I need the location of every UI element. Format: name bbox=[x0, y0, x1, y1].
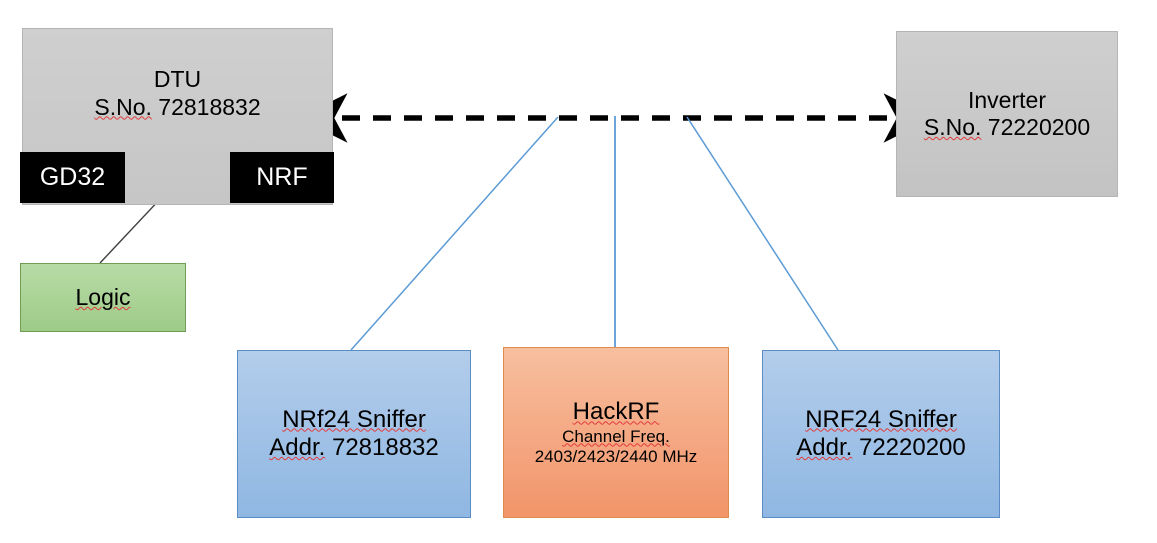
hackrf-title: HackRF bbox=[572, 398, 660, 426]
dtu-serial: S.No. 72818832 bbox=[94, 94, 260, 121]
sniffer-left-addr-number: 72818832 bbox=[331, 434, 439, 461]
node-hackrf[interactable]: HackRF Channel Freq. 2403/2423/2440 MHz bbox=[503, 347, 729, 518]
nrf-label: NRF bbox=[256, 163, 308, 191]
dtu-serial-number: 72818832 bbox=[158, 93, 261, 120]
inverter-serial-number: 72220200 bbox=[987, 114, 1091, 140]
node-sniffer-right[interactable]: NRF24 Sniffer Addr. 72220200 bbox=[762, 350, 1000, 518]
sniffer-left-title: NRf24 Sniffer bbox=[282, 405, 426, 433]
sniffer-left-line2: Addr. 72818832 bbox=[269, 434, 439, 462]
hackrf-line3: 2403/2423/2440 MHz bbox=[534, 446, 698, 466]
inverter-label: Inverter bbox=[968, 86, 1046, 113]
hackrf-line2: Channel Freq. bbox=[562, 427, 670, 447]
sniffer-right-line2: Addr. 72220200 bbox=[796, 434, 966, 462]
tap-line-left bbox=[350, 116, 559, 351]
hackrf-channel-label: Channel Freq. bbox=[562, 426, 670, 446]
node-nrf[interactable]: NRF bbox=[230, 152, 334, 203]
node-gd32[interactable]: GD32 bbox=[20, 152, 125, 203]
gd32-label: GD32 bbox=[39, 163, 106, 191]
logic-label: Logic bbox=[75, 283, 131, 310]
sniffer-right-addr-prefix: Addr. bbox=[796, 434, 853, 461]
sniffer-right-addr-number: 72220200 bbox=[858, 434, 966, 461]
node-inverter[interactable]: Inverter S.No. 72220200 bbox=[896, 31, 1118, 197]
inverter-serial: S.No. 72220200 bbox=[924, 114, 1090, 141]
node-sniffer-left[interactable]: NRf24 Sniffer Addr. 72818832 bbox=[237, 350, 471, 518]
tap-line-right bbox=[686, 116, 839, 351]
dtu-label: DTU bbox=[153, 66, 202, 93]
dtu-serial-prefix: S.No. bbox=[94, 93, 152, 120]
sniffer-left-addr-prefix: Addr. bbox=[269, 434, 326, 461]
sniffer-right-line1: NRF24 Sniffer bbox=[805, 406, 957, 434]
sniffer-right-title: NRF24 Sniffer bbox=[805, 405, 957, 433]
sniffer-left-line1: NRf24 Sniffer bbox=[282, 406, 426, 434]
hackrf-line1: HackRF bbox=[573, 398, 660, 426]
inverter-serial-prefix: S.No. bbox=[923, 114, 982, 140]
node-logic-analyzer[interactable]: Logic bbox=[20, 263, 186, 332]
